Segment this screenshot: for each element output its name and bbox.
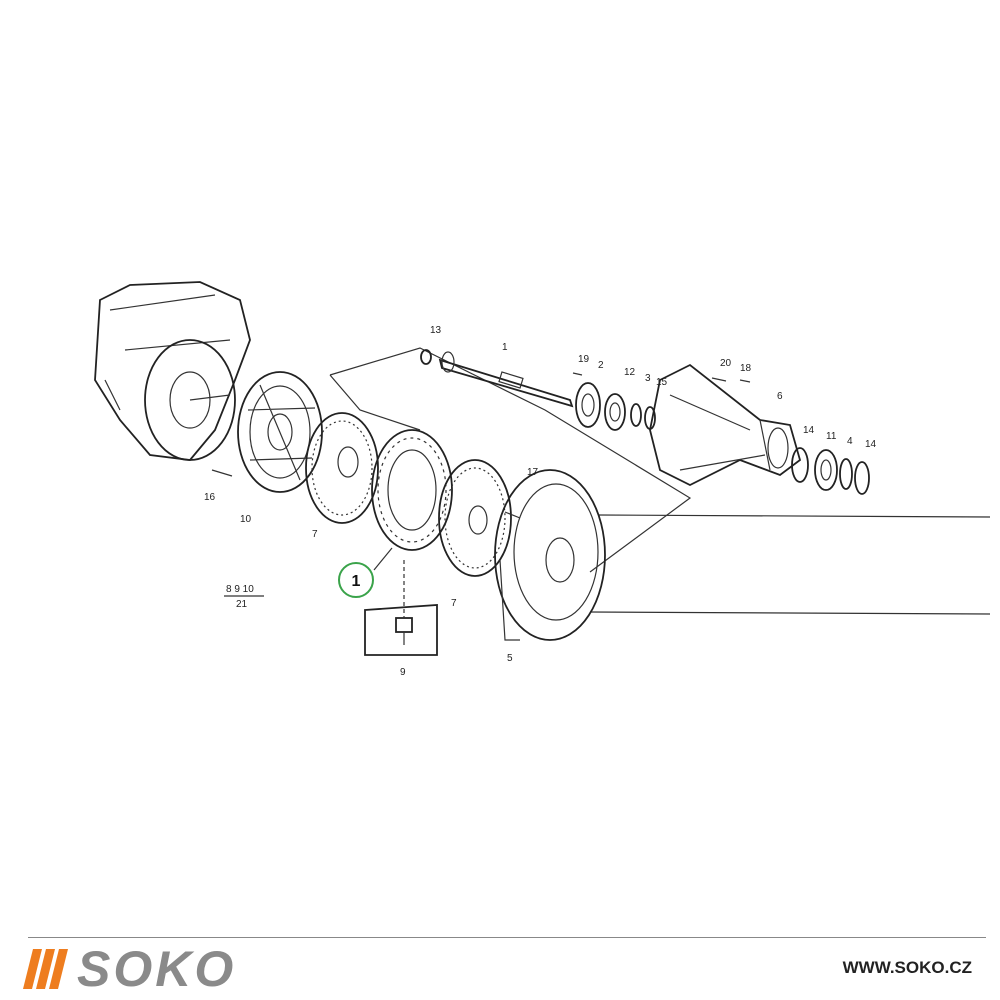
exploded-parts-diagram: 8 9 10 21 13 1 19 2 12 3 15 20 18 6 14 1… [94,281,991,678]
logo-stripes-icon [23,949,68,989]
drive-shaft [438,351,574,408]
part-label-14b: 14 [865,439,877,450]
bearing-set-right [791,447,870,495]
website-link[interactable]: WWW.SOKO.CZ [842,958,972,977]
shaft-nut [420,349,432,365]
clutch-disc-front [305,412,379,524]
bolt-16 [211,469,233,477]
intermediate-plate [371,429,453,551]
part-label-3: 3 [645,373,651,384]
part-label-6: 6 [777,391,783,402]
part-label-13: 13 [430,325,442,336]
callout-badge: 1 [338,547,393,598]
part-label-19: 19 [578,354,590,365]
part-label-17: 17 [527,467,539,478]
callout-circle [338,562,374,598]
clutch-disc-rear [438,459,512,577]
part-label-16: 16 [204,492,216,503]
part-label-14a: 14 [803,425,815,436]
part-label-7a: 7 [312,529,318,540]
part-label-12: 12 [624,367,636,378]
group-label-top: 8 9 10 [226,584,254,595]
part-label-1: 1 [502,342,508,353]
footer-divider [28,937,986,938]
part-label-18: 18 [740,363,752,374]
part-label-15: 15 [656,377,668,388]
flywheel [494,469,606,641]
part-label-20: 20 [720,358,732,369]
soko-logo: SOKO [23,941,237,997]
clutch-cover [237,371,323,493]
part-label-2: 2 [598,360,604,371]
bolt-17 [504,511,521,519]
part-label-7b: 7 [451,598,457,609]
assembly-frame-upper [329,347,692,573]
part-label-11: 11 [826,431,837,442]
part-label-4: 4 [847,436,853,447]
gearbox-housing [94,281,251,461]
bell-housing [649,363,802,487]
part-label-9: 9 [400,667,406,678]
leader-line-right-upper [597,514,991,518]
part-label-5: 5 [507,653,513,664]
bearing-set-left [572,372,656,431]
group-label-bottom: 21 [236,599,248,610]
callout-number: 1 [352,573,361,590]
part-label-10: 10 [240,514,252,525]
brand-name: SOKO [77,941,237,997]
assembly-frame-lower [329,374,421,431]
bolt-detail-box [364,560,438,656]
leader-line-right-lower [589,611,991,615]
